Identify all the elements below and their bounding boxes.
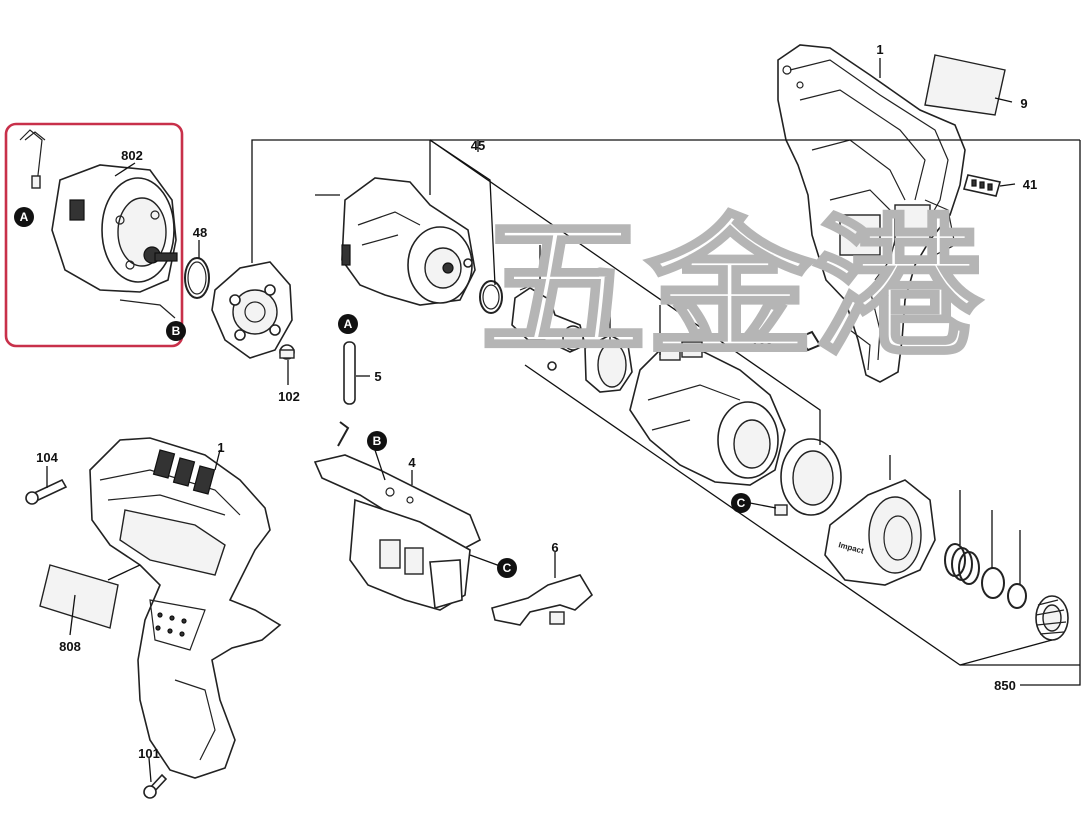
svg-text:C: C — [503, 561, 512, 575]
switch-4 — [313, 421, 482, 611]
connector-c-housing: C — [731, 493, 751, 513]
bearing-ring — [774, 438, 842, 516]
front-cover: Impact — [824, 479, 936, 586]
label-5: 5 — [374, 369, 381, 384]
ball — [547, 361, 557, 371]
spindle — [511, 281, 586, 353]
label-1-bottom: 1 — [217, 440, 224, 455]
motor-802 — [19, 129, 178, 319]
slide-6 — [491, 574, 594, 626]
label-48: 48 — [193, 225, 207, 240]
label-41: 41 — [1023, 177, 1037, 192]
motor-plate — [211, 261, 293, 359]
connector-b-switch: B — [367, 431, 387, 451]
svg-text:B: B — [373, 434, 382, 448]
label-sticker-9 — [924, 54, 1006, 116]
spring — [944, 543, 980, 585]
motor-highlight-box — [4, 122, 184, 348]
svg-text:B: B — [172, 324, 181, 338]
screw-101 — [143, 773, 168, 799]
svg-text:C: C — [737, 496, 746, 510]
label-103: 103 — [751, 340, 773, 355]
ring-gearbox — [479, 280, 503, 314]
connector-a-pin: A — [338, 314, 358, 334]
hammer — [584, 334, 633, 393]
label-101: 101 — [138, 746, 160, 761]
connector-b-motor: B — [166, 321, 186, 341]
label-808: 808 — [59, 639, 81, 654]
label-45: 45 — [471, 138, 485, 153]
threaded-sleeve — [1035, 595, 1069, 641]
screw-102 — [279, 344, 295, 360]
label-102: 102 — [278, 389, 300, 404]
housing-half-top — [777, 44, 966, 383]
svg-text:A: A — [20, 210, 29, 224]
clip-103 — [796, 330, 822, 352]
gearbox-45 — [341, 177, 476, 306]
label-850: 850 — [994, 678, 1016, 693]
label-802: 802 — [121, 148, 143, 163]
ring-48 — [184, 257, 210, 299]
label-9: 9 — [1020, 96, 1027, 111]
label-6: 6 — [551, 540, 558, 555]
washer-1 — [981, 567, 1005, 599]
connector-c-switch: C — [497, 558, 517, 578]
part-labels: 1 9 41 103 802 48 45 5 102 104 1 4 6 808… — [36, 42, 1037, 761]
washer-2 — [1007, 583, 1027, 609]
watermark: 五金港 — [480, 204, 982, 372]
plate-41 — [962, 174, 1002, 197]
label-sticker-808 — [39, 564, 119, 629]
label-4: 4 — [408, 455, 416, 470]
front-housing — [629, 341, 786, 486]
svg-text:A: A — [344, 317, 353, 331]
connector-a-motor: A — [14, 207, 34, 227]
pin-5 — [343, 341, 356, 405]
connector-markers: A B A B C C — [14, 207, 751, 578]
label-104: 104 — [36, 450, 58, 465]
label-1-top: 1 — [876, 42, 883, 57]
housing-half-bottom — [89, 437, 282, 779]
leader-lines — [46, 58, 1081, 783]
screw-104 — [25, 478, 68, 505]
